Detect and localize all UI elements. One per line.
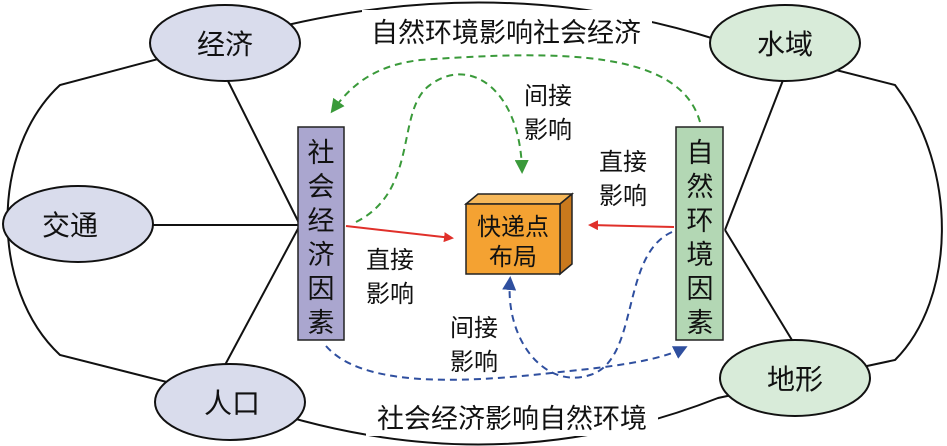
natural-factor-char: 素	[687, 308, 714, 339]
natural-factor-char: 自	[687, 138, 714, 169]
node-transport-label: 交通	[42, 209, 98, 242]
label-nature-affects-society: 自然环境影响社会经济	[371, 18, 641, 49]
node-population: 人口	[154, 363, 306, 441]
direct-left-label-1: 直接	[366, 246, 414, 274]
natural-factor-char: 然	[687, 172, 714, 203]
node-economy: 经济	[149, 4, 301, 82]
natural-factor-char: 因	[687, 274, 714, 305]
natural-factor-char: 环	[687, 206, 714, 237]
indirect-top-label-1: 间接	[524, 82, 572, 110]
direct-left-label-2: 影响	[366, 280, 414, 308]
node-water-label: 水域	[757, 28, 813, 61]
social-factor-char: 济	[308, 240, 335, 271]
indirect-arrow-bottom-a	[502, 231, 673, 379]
spoke-population	[224, 224, 301, 366]
spoke-water	[724, 74, 786, 231]
express-point-layout-box: 快递点 布局	[463, 192, 575, 276]
spoke-economy	[224, 74, 301, 226]
natural-environment-factor-box: 自 然 环 境 因 素	[675, 126, 724, 341]
node-terrain: 地形	[719, 339, 871, 417]
node-transport: 交通	[2, 185, 154, 263]
node-water: 水域	[709, 4, 861, 82]
indirect-bottom-label-1: 间接	[450, 314, 498, 342]
center-label-line1: 快递点	[477, 213, 549, 241]
node-terrain-label: 地形	[767, 363, 823, 396]
indirect-arrow-top-b	[330, 54, 701, 123]
direct-right-label-2: 影响	[599, 182, 647, 210]
label-society-affects-nature: 社会经济影响自然环境	[377, 404, 647, 435]
social-factor-char: 会	[308, 172, 335, 203]
indirect-bottom-label-2: 影响	[450, 348, 498, 376]
node-economy-label: 经济	[197, 28, 253, 61]
node-population-label: 人口	[204, 387, 260, 420]
social-economic-factor-box: 社 会 经 济 因 素	[297, 126, 345, 341]
indirect-arrow-top-a	[355, 73, 529, 223]
center-label-line2: 布局	[489, 243, 537, 271]
social-factor-char: 社	[308, 138, 335, 169]
direct-arrow-right	[588, 220, 675, 231]
indirect-top-label-2: 影响	[524, 116, 572, 144]
natural-factor-char: 境	[687, 240, 714, 271]
outer-loop	[6, 1, 943, 446]
spoke-terrain	[724, 229, 796, 346]
direct-arrow-left	[345, 225, 454, 243]
social-factor-char: 素	[308, 308, 335, 339]
social-factor-char: 经	[308, 206, 335, 237]
social-factor-char: 因	[308, 274, 335, 305]
direct-right-label-1: 直接	[599, 148, 647, 176]
indirect-arrow-bottom-b	[325, 345, 688, 381]
